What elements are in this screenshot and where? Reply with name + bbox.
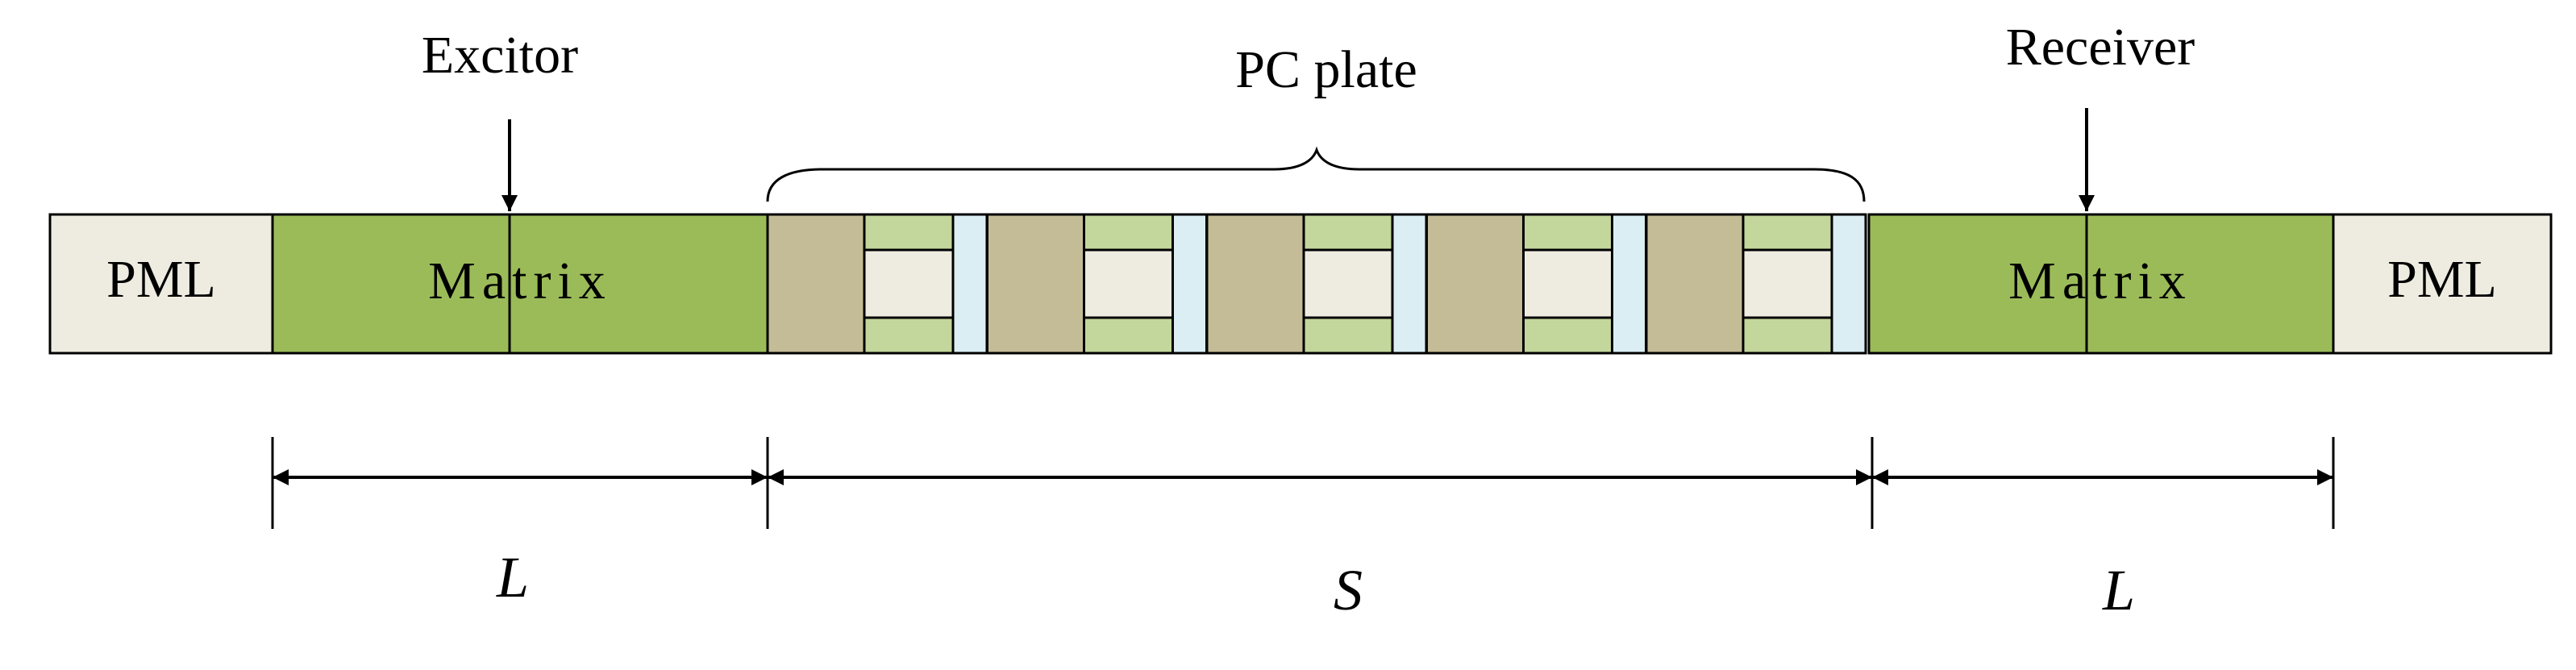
dim-label-right: L <box>2102 558 2135 622</box>
pc-inner-block <box>1083 248 1174 319</box>
pml-left-label: PML <box>106 250 216 309</box>
excitor-label: Excitor <box>422 26 578 85</box>
pc-solid-block <box>986 213 1085 355</box>
pc-stripe-top <box>863 213 955 252</box>
pc-plate-brace <box>766 146 1866 202</box>
pc-stripe-top <box>1522 213 1613 252</box>
pc-stripe-bottom <box>1083 316 1174 355</box>
pml-left-region <box>48 213 274 355</box>
pc-inner-block <box>1522 248 1613 319</box>
pc-stripe-top <box>1083 213 1174 252</box>
pc-stripe-top <box>1302 213 1394 252</box>
dim-label-left: L <box>496 545 529 610</box>
pc-solid-block <box>1645 213 1745 355</box>
strip <box>48 213 2553 355</box>
pc-inner-block <box>1302 248 1394 319</box>
pc-stripe-top <box>1742 213 1833 252</box>
pc-stripe-bottom <box>1742 316 1833 355</box>
pc-inner-block <box>863 248 955 319</box>
pc-inner-block <box>1742 248 1833 319</box>
pc-stripe-bottom <box>1302 316 1394 355</box>
matrix-right-label: Matrix <box>2008 252 2192 310</box>
pc-solid-block <box>766 213 866 355</box>
pc-solid-block <box>1425 213 1525 355</box>
pml-right-label: PML <box>2387 250 2497 309</box>
pc-gap-strip <box>951 213 988 355</box>
pc-gap-strip <box>1171 213 1208 355</box>
dim-label-middle: S <box>1334 558 1363 622</box>
pc-stripe-bottom <box>863 316 955 355</box>
matrix-left-region <box>271 213 769 355</box>
pc-gap-strip <box>1611 213 1647 355</box>
pc-plate-region <box>766 213 1867 355</box>
matrix-right-region <box>1867 213 2335 355</box>
matrix-left-label: Matrix <box>428 252 612 310</box>
receiver-label: Receiver <box>2006 18 2195 77</box>
pml-right-region <box>2332 213 2553 355</box>
pc-stripe-bottom <box>1522 316 1613 355</box>
pc-solid-block <box>1205 213 1305 355</box>
pc-plate-label: PC plate <box>1235 40 1417 99</box>
dimension-lines <box>271 437 2335 529</box>
pc-gap-strip <box>1830 213 1867 355</box>
pc-gap-strip <box>1391 213 1428 355</box>
